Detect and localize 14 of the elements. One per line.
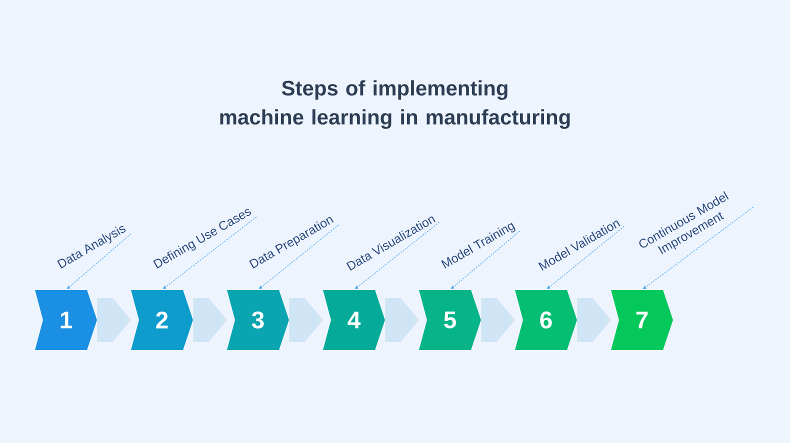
step-number-box: 4 xyxy=(323,290,385,350)
step-number-box: 1 xyxy=(35,290,97,350)
step-number-box: 6 xyxy=(515,290,577,350)
chevron-arrow xyxy=(481,298,515,342)
step-number-box: 5 xyxy=(419,290,481,350)
chevron-arrow xyxy=(97,298,131,342)
title: Steps of implementing machine learning in manufacturing xyxy=(220,80,570,129)
step-number-box: 2 xyxy=(131,290,193,350)
chevron-arrow xyxy=(385,298,419,342)
chevron-arrow xyxy=(577,298,611,342)
step-number-box: 3 xyxy=(227,290,289,350)
chevron-arrow xyxy=(193,298,227,342)
step-number-box: 7 xyxy=(611,290,673,350)
chevron-arrow xyxy=(289,298,323,342)
